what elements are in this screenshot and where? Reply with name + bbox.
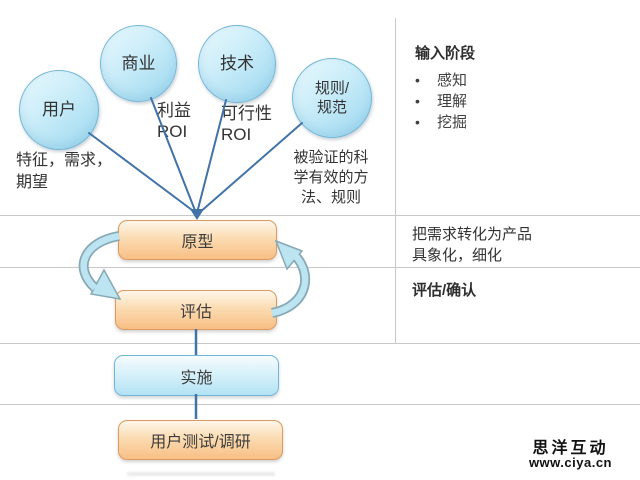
watermark-brand: 思洋互动 (532, 440, 609, 457)
watermark-url: www.ciya.cn (528, 455, 612, 470)
benefit-roi-text: 利益 ROI (157, 101, 191, 141)
bubble-rules: 规则/ 规范 (292, 58, 372, 138)
bullet-icon: • (415, 114, 420, 130)
cycle-arrow-left (78, 231, 122, 301)
validated-methods-text: 被验证的科 学有效的方 法、规则 (293, 149, 369, 206)
feasibility-roi-text: 可行性 ROI (221, 104, 272, 144)
list-item-label: 感知 (437, 72, 468, 89)
box-user-test: 用户测试/调研 (118, 420, 283, 460)
box-prototype: 原型 (118, 220, 277, 260)
box-shadow (127, 472, 275, 476)
list-item: • 挖掘 (415, 112, 475, 133)
list-item-label: 理解 (437, 93, 468, 110)
list-item-label: 挖掘 (437, 114, 468, 131)
bubble-tech: 技术 (198, 25, 276, 103)
bullet-icon: • (415, 72, 420, 88)
confirm-note-text: 评估/确认 (412, 282, 477, 299)
box-evaluate: 评估 (115, 290, 277, 330)
list-item: • 理解 (415, 91, 475, 112)
list-item: • 感知 (415, 70, 475, 91)
watermark: 思洋互动 www.ciya.cn (529, 441, 612, 470)
input-phase-title: 输入阶段 (415, 45, 476, 62)
box-implement: 实施 (114, 355, 279, 396)
transform-note-text: 把需求转化为产品 具象化，细化 (412, 226, 533, 264)
converge-arrowhead-icon (190, 209, 204, 220)
bubble-business: 商业 (100, 25, 177, 102)
bullet-icon: • (415, 93, 420, 109)
user-features-text: 特征，需求， 期望 (16, 152, 113, 191)
bubble-user: 用户 (19, 70, 99, 150)
input-phase-panel: 输入阶段 • 感知 • 理解 • 挖掘 (415, 42, 475, 133)
